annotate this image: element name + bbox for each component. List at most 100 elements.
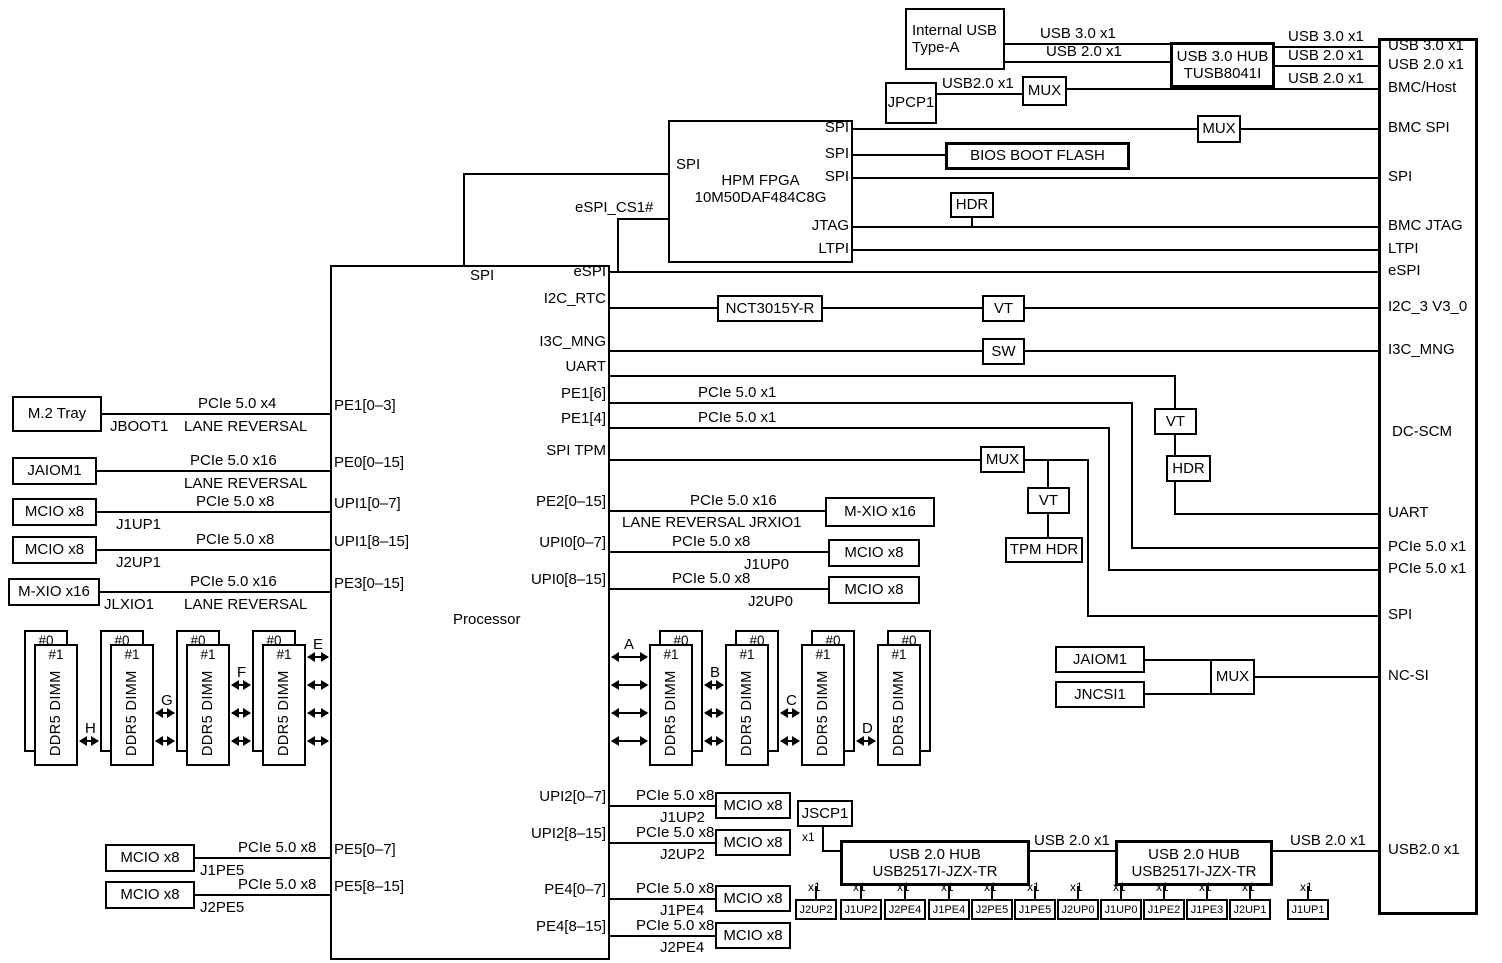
- wire: [1025, 307, 1378, 309]
- x1-label: x1: [1070, 880, 1083, 894]
- wire: [1025, 459, 1089, 461]
- bus-label: PCIe 5.0 x1: [698, 384, 777, 401]
- dimm-rank-label: #1: [815, 647, 831, 662]
- wire: [823, 307, 982, 309]
- dimm-channel-letter: E: [313, 636, 324, 653]
- x1-label: x1: [808, 880, 821, 894]
- mux-label: MUX: [1215, 668, 1250, 686]
- pin-label: PE4[0–7]: [544, 881, 606, 898]
- dcscm-port-label: NC-SI: [1388, 667, 1429, 684]
- hpm-fpga-box: [668, 120, 853, 263]
- internal-usb-box: Internal USB Type-A: [905, 8, 1005, 70]
- usb3-hub-part: TUSB8041I: [1183, 65, 1262, 82]
- port-box: J1PE4: [928, 899, 970, 920]
- pin-label: UPI2[0–7]: [539, 788, 606, 805]
- port-label: J1UP1: [1291, 903, 1325, 916]
- internal-usb-label2: Type-A: [912, 39, 960, 56]
- wire: [610, 510, 825, 512]
- dimm-channel-letter: F: [237, 664, 247, 681]
- bus-label: PCIe 5.0 x8: [636, 824, 715, 841]
- wire: [1108, 427, 1110, 571]
- memory-channel-arrow: [155, 736, 175, 746]
- usb3-hub-box: USB 3.0 HUB TUSB8041I: [1170, 42, 1275, 88]
- jpcp1-box: JPCP1: [885, 82, 937, 124]
- wire: [948, 886, 950, 899]
- wire: [610, 307, 717, 309]
- memory-channel-arrow: [704, 736, 724, 746]
- port-label: J2UP1: [1233, 903, 1267, 916]
- wire: [1174, 375, 1176, 515]
- memory-channel-arrow: [307, 680, 329, 690]
- bus-label: PCIe 5.0 x8: [636, 787, 715, 804]
- lane-reversal-label: LANE REVERSAL: [184, 596, 308, 613]
- wire: [815, 886, 817, 899]
- connector-label: J2UP0: [748, 593, 794, 610]
- wire: [1131, 402, 1133, 549]
- dcscm-port-label: PCIe 5.0 x1: [1388, 538, 1467, 555]
- mcio-label: MCIO x8: [844, 544, 904, 562]
- mcio-label: MCIO x8: [723, 926, 783, 944]
- memory-channel-arrow: [611, 680, 648, 690]
- pin-label: UPI1[0–7]: [334, 495, 401, 512]
- mcio-x8-box: MCIO x8: [12, 536, 97, 564]
- bios-boot-flash-box: BIOS BOOT FLASH: [945, 142, 1130, 170]
- dcscm-port-label: BMC/Host: [1388, 79, 1457, 96]
- wire: [1174, 513, 1378, 515]
- port-box: J1UP2: [840, 899, 882, 920]
- dcscm-port-label: PCIe 5.0 x1: [1388, 560, 1467, 577]
- dcscm-port-label: LTPI: [1388, 240, 1419, 257]
- pin-label: UPI1[8–15]: [334, 533, 410, 550]
- mxio-label: M-XIO x16: [844, 503, 916, 521]
- memory-channel-arrow: [307, 708, 329, 718]
- usb2-hub-part: USB2517I-JZX-TR: [872, 863, 998, 880]
- jscp1-label: JSCP1: [801, 804, 849, 822]
- bus-label: USB 3.0 x1: [1040, 25, 1116, 42]
- hdr-label: HDR: [1172, 459, 1205, 477]
- usb-mux-box: MUX: [1022, 76, 1067, 106]
- mux-label: MUX: [1202, 120, 1236, 138]
- wire: [1163, 886, 1165, 899]
- bus-label: PCIe 5.0 x16: [690, 492, 777, 509]
- port-label: J2UP2: [799, 903, 833, 916]
- pin-label: PE1[0–3]: [334, 397, 396, 414]
- mcio-x8-box: MCIO x8: [105, 881, 195, 909]
- wire: [102, 413, 330, 415]
- wire: [463, 173, 465, 265]
- usb3-hub-label: USB 3.0 HUB: [1176, 47, 1269, 65]
- fpga-pin-label: SPI: [824, 145, 849, 162]
- m2-tray-box: M.2 Tray: [12, 396, 102, 432]
- port-box: J2UP1: [1229, 899, 1271, 920]
- uart-hdr-box: HDR: [1166, 455, 1211, 482]
- dimm-channel-letter: D: [862, 720, 873, 737]
- wire: [1025, 350, 1378, 352]
- memory-channel-arrow: [780, 736, 800, 746]
- x1-label: x1: [802, 830, 815, 844]
- nct3015-label: NCT3015Y-R: [725, 299, 815, 317]
- port-label: J1UP0: [1104, 903, 1138, 916]
- wire: [610, 551, 828, 553]
- connector-label: J2PE4: [660, 939, 705, 956]
- hdr-label: HDR: [955, 196, 989, 214]
- vt-label: VT: [1165, 412, 1186, 430]
- dimm-rank-label: #1: [276, 647, 292, 662]
- bus-label: USB 2.0 x1: [1034, 832, 1110, 849]
- dimm-channel-letter: G: [161, 692, 173, 709]
- jaiom1-label: JAIOM1: [27, 462, 82, 480]
- port-box: J1PE2: [1143, 899, 1185, 920]
- wire: [610, 935, 715, 937]
- bus-label: PCIe 5.0 x8: [636, 917, 715, 934]
- mux-label: MUX: [985, 450, 1020, 468]
- wire: [195, 857, 330, 859]
- port-label: J2PE4: [888, 903, 922, 916]
- mcio-label: MCIO x8: [723, 796, 783, 814]
- bios-boot-flash-label: BIOS BOOT FLASH: [970, 147, 1105, 165]
- dimm-name: DDR5 DIMM: [815, 670, 831, 756]
- port-label: J1PE3: [1190, 903, 1224, 916]
- wire: [1145, 659, 1210, 661]
- wire: [1087, 615, 1378, 617]
- bus-label: PCIe 5.0 x8: [196, 493, 275, 510]
- dimm-rank-label: #1: [739, 647, 755, 662]
- dimm-name: DDR5 DIMM: [663, 670, 679, 756]
- usb2-hub-part: USB2517I-JZX-TR: [1131, 863, 1257, 880]
